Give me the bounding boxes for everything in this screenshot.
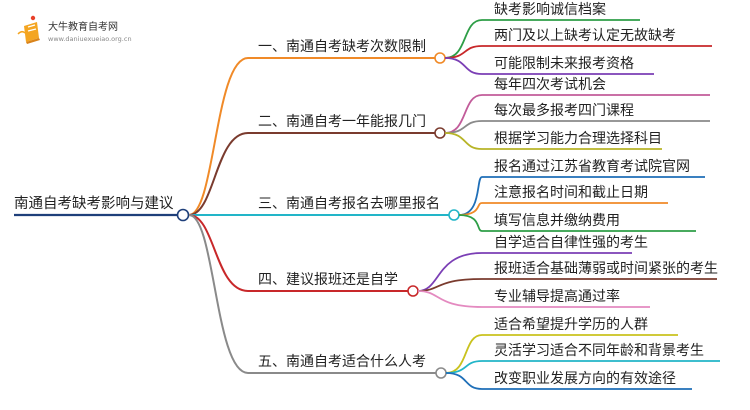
- leaf-label: 可能限制未来报考资格: [494, 56, 634, 72]
- logo-title: 大牛教育自考网: [48, 20, 118, 33]
- leaf-connector: [444, 57, 654, 75]
- leaf-node: 两门及以上缺考认定无故缺考: [444, 28, 712, 59]
- leaf-connector: [417, 278, 717, 292]
- leaf-label: 改变职业发展方向的有效途径: [494, 370, 676, 387]
- root-label: 南通自考缺考影响与建议: [14, 195, 174, 212]
- branch-label: 三、南通自考报名去哪里报名: [258, 196, 440, 212]
- leaf-node: 报班适合基础薄弱或时间紧张的考生: [417, 260, 718, 292]
- branch-connector-dot: [448, 209, 460, 221]
- leaf-label: 缺考影响诚信档案: [494, 1, 606, 18]
- leaf-connector: [444, 94, 710, 134]
- branch-connector: [188, 214, 408, 292]
- branch-2: 二、南通自考一年能报几门 每年四次考试机会每次最多报考四门课程根据学习能力合理选择…: [188, 77, 710, 216]
- leaf-node: 自学适合自律性强的考生: [417, 235, 648, 292]
- leaf-label: 报班适合基础薄弱或时间紧张的考生: [494, 260, 718, 277]
- branch-connector: [188, 214, 436, 374]
- branch-3: 三、南通自考报名去哪里报名 报名通过江苏省教育考试院官网注意报名时间和截止日期填写…: [189, 159, 705, 232]
- leaf-label: 每次最多报考四门课程: [494, 102, 634, 119]
- leaf-node: 注意报名时间和截止日期: [458, 184, 668, 216]
- branch-connector: [188, 132, 435, 216]
- leaf-node: 填写信息并缴纳费用: [458, 212, 696, 232]
- branch-1: 一、南通自考缺考次数限制 缺考影响诚信档案两门及以上缺考认定无故缺考可能限制未来报…: [188, 1, 712, 216]
- branch-label: 五、南通自考适合什么人考: [258, 354, 426, 370]
- branch-connector-dot: [434, 52, 446, 64]
- leaf-label: 每年四次考试机会: [494, 77, 606, 93]
- leaf-connector: [417, 290, 650, 308]
- leaf-node: 根据学习能力合理选择科目: [444, 131, 662, 150]
- leaf-label: 两门及以上缺考认定无故缺考: [494, 28, 676, 44]
- root-connector-dot: [176, 208, 190, 222]
- leaf-label: 适合希望提升学历的人群: [494, 317, 648, 333]
- leaf-label: 灵活学习适合不同年龄和背景考生: [494, 343, 704, 359]
- book-icon: [17, 15, 40, 44]
- logo-url: www.daniuexueiao.org.cn: [48, 35, 132, 43]
- leaf-label: 注意报名时间和截止日期: [494, 184, 648, 201]
- leaf-label: 填写信息并缴纳费用: [494, 212, 620, 229]
- leaf-node: 每次最多报考四门课程: [444, 102, 710, 134]
- leaf-label: 根据学习能力合理选择科目: [494, 131, 662, 147]
- leaf-connector: [445, 372, 692, 390]
- branches: 一、南通自考缺考次数限制 缺考影响诚信档案两门及以上缺考认定无故缺考可能限制未来报…: [188, 1, 720, 390]
- leaf-connector: [444, 132, 662, 150]
- leaf-label: 专业辅导提高通过率: [494, 288, 620, 305]
- leaf-node: 每年四次考试机会: [444, 77, 710, 134]
- branch-5: 五、南通自考适合什么人考 适合希望提升学历的人群灵活学习适合不同年龄和背景考生改变…: [188, 214, 720, 390]
- branch-connector: [188, 57, 435, 216]
- branch-connector-dot: [435, 367, 447, 379]
- root-node: 南通自考缺考影响与建议: [14, 195, 190, 222]
- leaf-connector: [417, 252, 632, 292]
- branch-label: 二、南通自考一年能报几门: [258, 114, 426, 130]
- branch-label: 四、建议报班还是自学: [258, 272, 398, 288]
- branch-4: 四、建议报班还是自学 自学适合自律性强的考生报班适合基础薄弱或时间紧张的考生专业辅…: [188, 214, 718, 308]
- site-logo: 大牛教育自考网 www.daniuexueiao.org.cn: [17, 15, 132, 44]
- leaf-connector: [444, 19, 640, 59]
- branch-label: 一、南通自考缺考次数限制: [258, 39, 426, 55]
- leaf-label: 报名通过江苏省教育考试院官网: [494, 159, 690, 175]
- branch-connector-dot: [407, 285, 419, 297]
- leaf-label: 自学适合自律性强的考生: [494, 235, 648, 251]
- leaf-node: 缺考影响诚信档案: [444, 1, 640, 59]
- leaf-node: 可能限制未来报考资格: [444, 56, 654, 75]
- leaf-node: 专业辅导提高通过率: [417, 288, 650, 308]
- leaf-connector: [458, 214, 696, 232]
- leaf-node: 灵活学习适合不同年龄和背景考生: [445, 343, 720, 374]
- branch-connector-dot: [434, 127, 446, 139]
- leaf-node: 改变职业发展方向的有效途径: [445, 370, 692, 390]
